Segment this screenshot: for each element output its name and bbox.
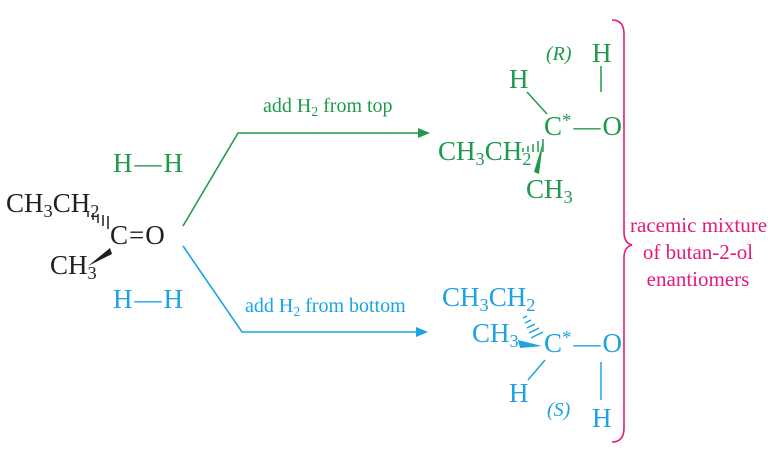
methyl-ch: CH <box>50 250 88 280</box>
s-methyl-sub-3: 3 <box>509 331 519 352</box>
r-co-bond: — <box>573 111 601 141</box>
double-bond: = <box>129 220 145 250</box>
r-chiral-center: C*—O <box>544 110 622 141</box>
h2-top-h1: H <box>113 148 133 178</box>
h2-bottom-bond: — <box>134 284 162 314</box>
s-hashed-bond <box>522 315 544 339</box>
s-ethyl-ch2: CH <box>488 282 527 312</box>
s-chiral-center: C*—O <box>544 327 622 358</box>
r-methyl-group: CH3 <box>526 174 573 207</box>
reactant-wedge-bond <box>88 248 112 266</box>
s-methyl-ch: CH <box>472 318 510 348</box>
r-ethyl-sub-3: 3 <box>475 149 485 170</box>
r-methyl-ch: CH <box>526 174 564 204</box>
r-ethyl-ch2: CH <box>484 136 523 166</box>
s-h-bond <box>527 359 546 381</box>
s-wedge-bond <box>518 340 542 348</box>
r-oxygen: O <box>602 111 622 141</box>
s-oh-hydrogen: H <box>592 403 612 433</box>
s-carbon: C <box>544 328 563 358</box>
r-ethyl-ch: CH <box>438 136 476 166</box>
r-h-bond <box>526 91 548 115</box>
bottom-arrowhead <box>416 327 428 337</box>
r-star: * <box>562 110 572 132</box>
h2-top-bond: — <box>134 148 162 178</box>
s-configuration-label: (S) <box>547 399 571 421</box>
ethyl-ch: CH <box>6 188 44 218</box>
top-label-text: add H <box>263 95 312 117</box>
r-oh-hydrogen: H <box>592 38 612 68</box>
h2-bottom-molecule: H—H <box>113 286 183 313</box>
r-letter: R <box>552 43 565 65</box>
top-arrow-label: add H2 from top <box>263 95 393 119</box>
h2-top-h2: H <box>163 148 184 178</box>
result-line-2: of butan-2-ol <box>642 239 754 264</box>
h2-top-molecule: H—H <box>113 150 183 177</box>
s-ethyl-sub-2: 2 <box>526 295 536 316</box>
reactant-methyl-group: CH3 <box>50 250 97 283</box>
reactant-ethyl-group: CH3CH2 <box>6 188 99 221</box>
s-methyl-group: CH3 <box>472 318 519 351</box>
top-arrowhead <box>418 128 430 138</box>
bottom-label-text: add H <box>245 295 294 317</box>
top-path-line <box>182 132 420 227</box>
s-h-atom: H <box>509 378 529 408</box>
s-co-bond: — <box>573 328 601 358</box>
bottom-label-sub: 2 <box>293 303 301 319</box>
r-h-atom: H <box>509 64 529 94</box>
carbonyl-carbon: C <box>110 220 129 250</box>
h2-bottom-h2: H <box>163 284 184 314</box>
bottom-arrow-label: add H2 from bottom <box>245 295 406 319</box>
r-hashed-bond <box>522 139 544 152</box>
r-ethyl-group: CH3CH2 <box>438 136 531 169</box>
s-ethyl-sub-3: 3 <box>479 295 489 316</box>
s-ethyl-ch: CH <box>442 282 480 312</box>
result-line-1: racemic mixture <box>630 213 768 237</box>
bottom-path-line <box>182 245 418 333</box>
reactant-carbonyl: C=O <box>110 222 165 249</box>
curly-brace <box>611 19 633 443</box>
s-ethyl-group: CH3CH2 <box>442 282 535 315</box>
top-label-suffix: from top <box>318 95 393 117</box>
h2-bottom-h1: H <box>113 284 133 314</box>
result-line-3: enantiomers <box>646 266 750 291</box>
r-configuration-label: (R) <box>546 43 572 65</box>
carbonyl-oxygen: O <box>145 220 165 250</box>
r-methyl-sub-3: 3 <box>563 187 573 208</box>
ethyl-sub-3: 3 <box>43 201 53 222</box>
s-oxygen: O <box>602 328 622 358</box>
bottom-label-suffix: from bottom <box>300 295 406 317</box>
r-wedge-bond <box>534 142 543 174</box>
r-carbon: C <box>544 111 563 141</box>
s-letter: S <box>553 399 564 421</box>
s-star: * <box>562 327 572 349</box>
methyl-sub-3: 3 <box>87 263 97 284</box>
ethyl-sub-2: 2 <box>90 201 100 222</box>
racemic-mixture-label: racemic mixture of butan-2-ol enantiomer… <box>630 212 768 293</box>
reactant-hashed-bond <box>87 212 109 229</box>
ethyl-ch2: CH <box>52 188 91 218</box>
top-label-sub: 2 <box>311 103 319 119</box>
r-ethyl-sub-2: 2 <box>522 149 532 170</box>
